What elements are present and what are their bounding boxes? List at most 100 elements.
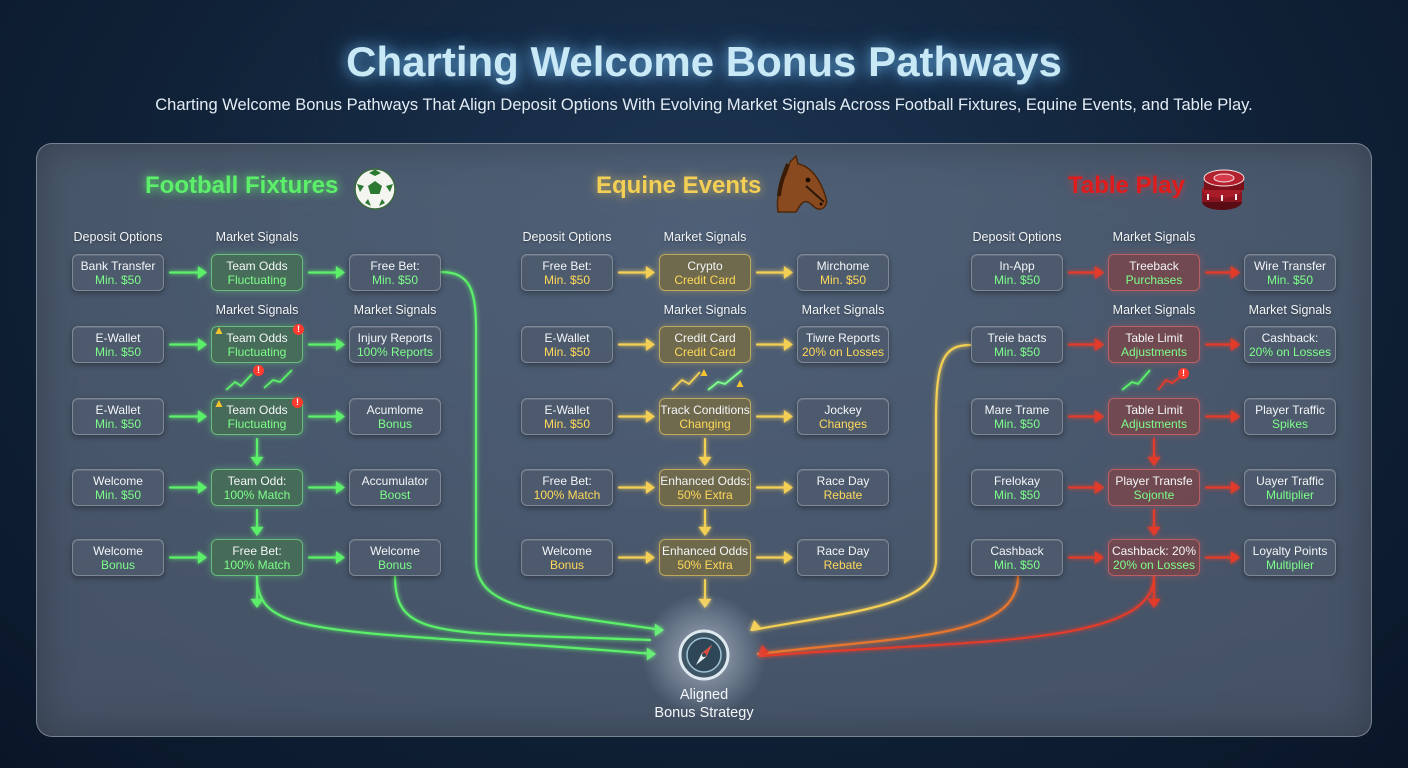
- node-line2: Changes: [818, 416, 868, 431]
- node-line2: Bonus: [100, 557, 136, 572]
- table-arrow-r2-b-head: [1230, 338, 1240, 351]
- equine-label-signals1: Market Signals: [663, 230, 747, 244]
- table-arrow-r3-b-head: [1230, 410, 1240, 423]
- football-trend-line-2: [263, 369, 293, 389]
- node-line1: Mare Trame: [984, 402, 1050, 417]
- node-line2: Min. $50: [543, 416, 591, 431]
- node-line2: Spikes: [1271, 416, 1309, 431]
- node-line2: 50% Extra: [677, 487, 733, 502]
- node-line1: Welcome: [93, 543, 143, 558]
- table-arrow-r3-a-head: [1094, 410, 1104, 423]
- equine-arrow-r4-a-head: [645, 481, 655, 494]
- node-line1: Welcome: [93, 473, 143, 488]
- node-line2: Boost: [379, 487, 411, 502]
- node-line1: Enhanced Odds: [661, 543, 749, 558]
- football-alert-icon-1: !: [293, 324, 304, 335]
- equine-warning-icon-1: ▲: [698, 365, 710, 379]
- node-line1: E-Wallet: [95, 402, 141, 417]
- node-line1: Welcome: [370, 543, 420, 558]
- node-line1: Player Traffic: [1255, 402, 1325, 417]
- node-line1: Enhanced Odds:: [660, 473, 750, 488]
- node-line2: Min. $50: [543, 344, 591, 359]
- compass-icon: [678, 629, 730, 681]
- football-label-signals3: Market Signals: [353, 303, 437, 317]
- node-line1: Wire Transfer: [1253, 258, 1326, 273]
- equine-arrow-r2-a-head: [645, 338, 655, 351]
- node-line1: Accumulator: [361, 473, 429, 488]
- node-line1: In-App: [999, 258, 1035, 273]
- table-curve-red: [758, 574, 1156, 658]
- node-line2: 100% Reports: [356, 344, 434, 359]
- football-warning-icon-2: ▲: [213, 396, 225, 410]
- table-arrow-r5-b-head: [1230, 551, 1240, 564]
- node-line1: Uayer Traffic: [1256, 473, 1324, 488]
- node-line2: Multiplier: [1265, 487, 1314, 502]
- equine-down-arrow-4-head: [698, 526, 712, 536]
- equine-section-title: Equine Events: [596, 172, 762, 199]
- node-line2: Rebate: [823, 487, 863, 502]
- table-arrow-r4-a-head: [1094, 481, 1104, 494]
- table-down-arrow-4-head: [1147, 526, 1161, 536]
- football-label-signals2: Market Signals: [215, 303, 299, 317]
- table-label-signals2: Market Signals: [1112, 303, 1196, 317]
- node-line2: 100% Match: [223, 557, 291, 572]
- node-line1: E-Wallet: [95, 330, 141, 345]
- page-subtitle: Charting Welcome Bonus Pathways That Ali…: [155, 96, 1253, 114]
- node-line1: Team Odds: [226, 258, 288, 273]
- node-line2: Fluctuating: [227, 416, 287, 431]
- node-line2: 20% on Losses: [1248, 344, 1332, 359]
- equine-arrow-r4-b-head: [783, 481, 793, 494]
- poker-chips-icon: [1202, 169, 1245, 210]
- equine-label-signals3: Market Signals: [801, 303, 885, 317]
- node-line2: 100% Match: [223, 487, 291, 502]
- node-line2: 50% Extra: [677, 557, 733, 572]
- node-line2: Fluctuating: [227, 344, 287, 359]
- table-node-r2-c3: Cashback:20% on Losses: [1244, 326, 1336, 363]
- node-line2: Purchases: [1125, 272, 1183, 287]
- equine-node-r4-c1: Free Bet:100% Match: [521, 469, 613, 506]
- node-line1: Free Bet:: [542, 258, 592, 273]
- equine-arrow-r2-b-head: [783, 338, 793, 351]
- football-node-r4-c2: Team Odd:100% Match: [211, 469, 303, 506]
- equine-arrow-r5-a-head: [645, 551, 655, 564]
- table-curve-orange: [756, 574, 1020, 656]
- node-line1: Cashback: 20%: [1111, 543, 1197, 558]
- football-arrow-r1-a-head: [197, 266, 207, 279]
- football-down-arrow-4-head: [250, 526, 264, 536]
- football-alert-icon-3: !: [292, 397, 303, 408]
- football-arrow-r3-a-head: [197, 410, 207, 423]
- node-line2: Changing: [679, 416, 731, 431]
- football-arrow-r5-a-head: [197, 551, 207, 564]
- node-line1: Table Limit: [1125, 402, 1183, 417]
- node-line2: Min. $50: [993, 272, 1041, 287]
- soccer-ball-icon: [354, 168, 396, 210]
- football-section-title: Football Fixtures: [145, 172, 339, 199]
- table-down-arrow-out-head: [1147, 598, 1161, 608]
- node-line2: Rebate: [823, 557, 863, 572]
- node-line1: Team Odds: [226, 402, 288, 417]
- football-label-deposit: Deposit Options: [73, 230, 163, 244]
- node-line2: Min. $50: [993, 557, 1041, 572]
- node-line2: Sojonte: [1133, 487, 1175, 502]
- football-arrow-r4-a-head: [197, 481, 207, 494]
- equine-arrow-r5-b-head: [783, 551, 793, 564]
- node-line1: Table Limit: [1125, 330, 1183, 345]
- table-label-deposit: Deposit Options: [972, 230, 1062, 244]
- table-arrow-r4-b-head: [1230, 481, 1240, 494]
